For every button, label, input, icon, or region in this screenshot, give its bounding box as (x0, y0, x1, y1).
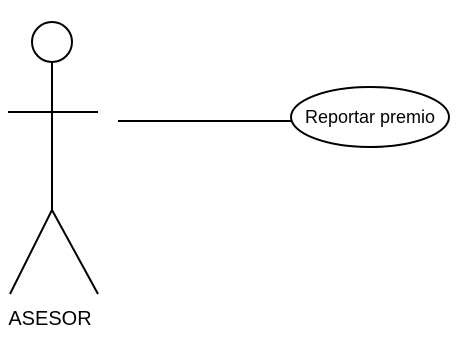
actor-right-leg (51, 209, 99, 295)
use-case-ellipse (290, 86, 450, 148)
use-case: Reportar premio (290, 86, 450, 148)
use-case-label: Reportar premio (305, 107, 435, 127)
actor-name-label: ASESOR (8, 308, 92, 330)
actor-left-leg (9, 209, 53, 295)
actor-figure (8, 21, 99, 295)
actor-head (31, 21, 73, 63)
